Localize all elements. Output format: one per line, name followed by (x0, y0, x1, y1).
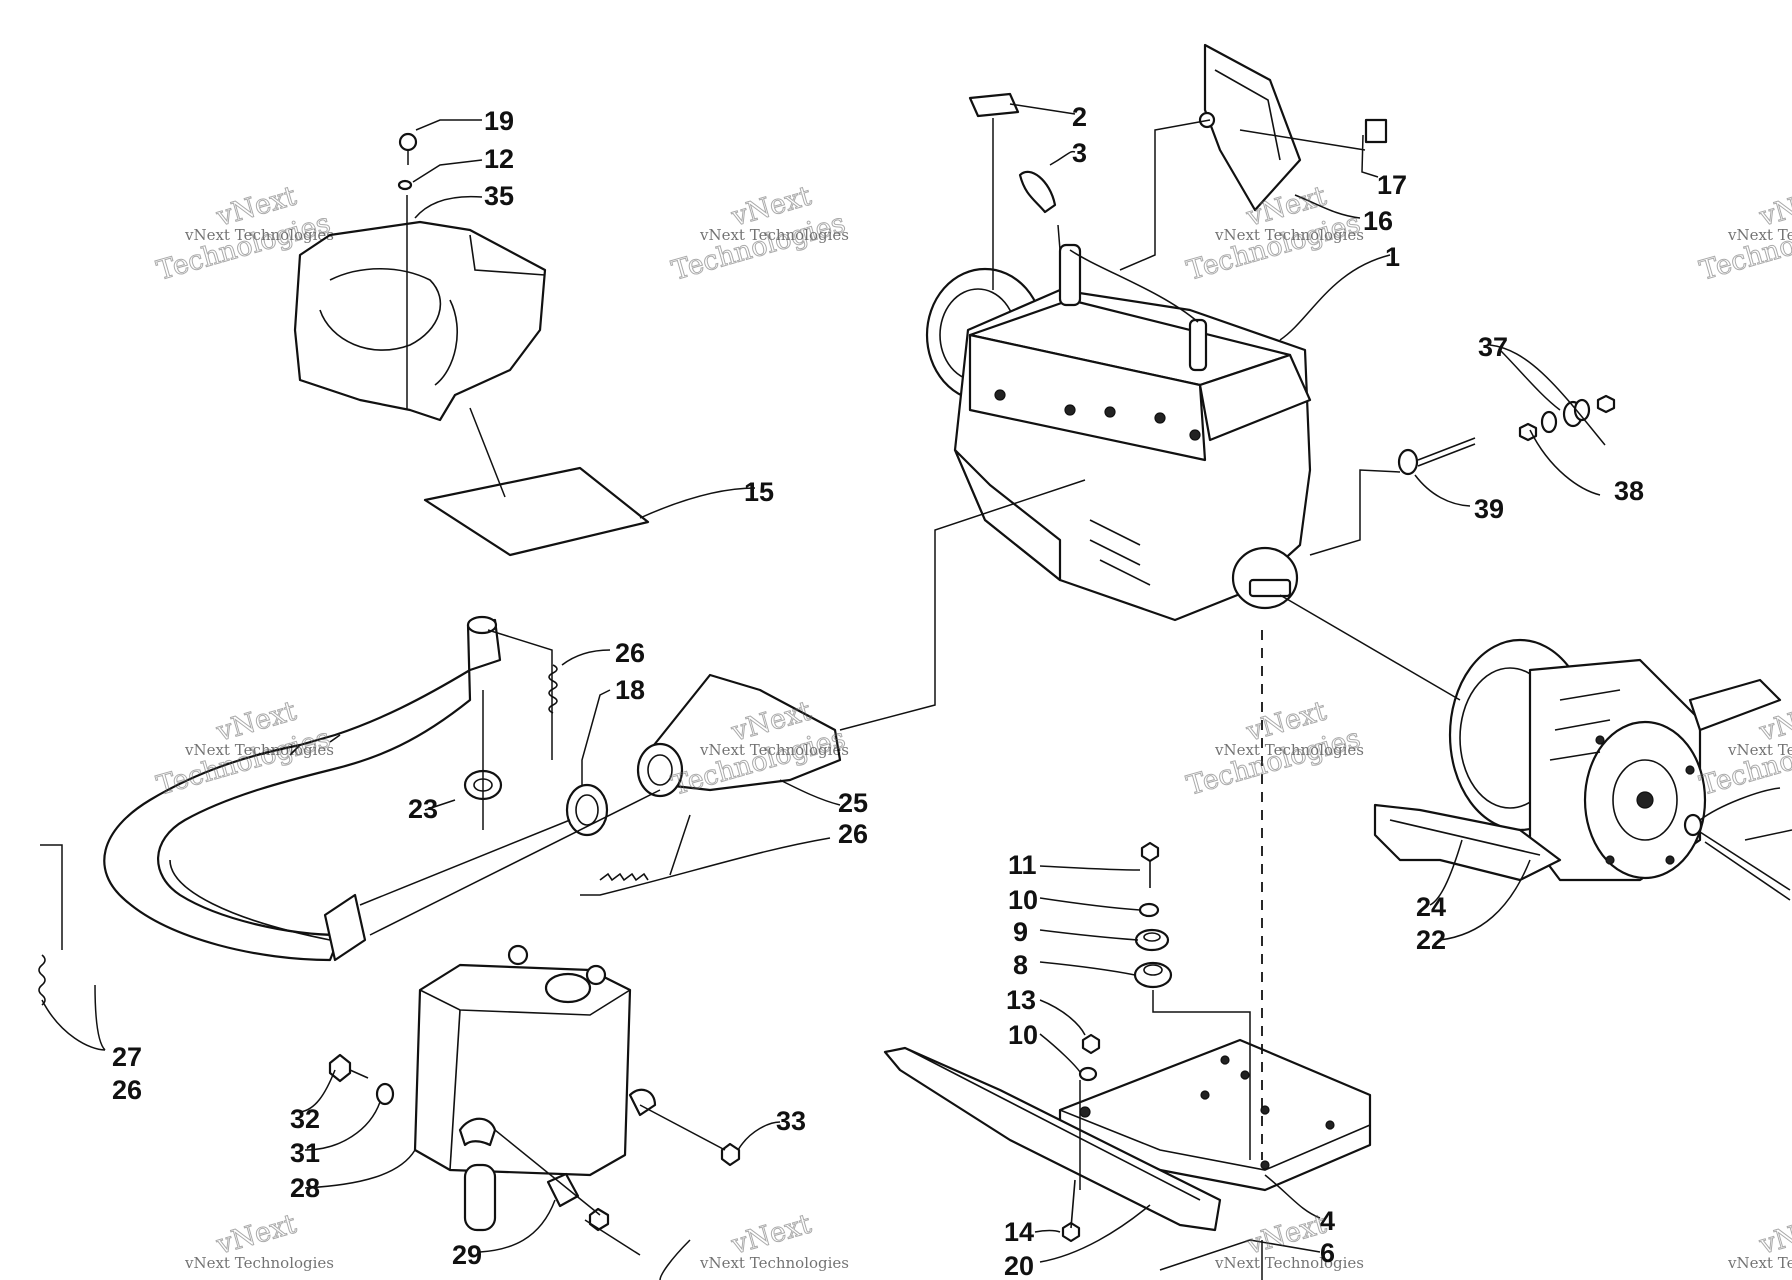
nut-33 (720, 1142, 741, 1167)
callout-17: 17 (1377, 170, 1407, 200)
filter-sheet-15 (423, 466, 650, 557)
washer-10 (1078, 1066, 1098, 1082)
screw-19 (398, 132, 418, 165)
svg-text:vNext Technologies: vNext Technologies (184, 226, 334, 244)
exhaust-pipe (103, 615, 502, 962)
drive-belt-24-end (1688, 678, 1782, 732)
callout-28: 28 (290, 1173, 320, 1203)
callout-15: 15 (744, 477, 774, 507)
clamp-3 (1018, 170, 1057, 214)
mount-hardware-37-38-39 (1309, 344, 1616, 556)
bolt-32 (328, 1053, 352, 1083)
callout-10b: 10 (1008, 1020, 1038, 1050)
callout-37: 37 (1478, 332, 1508, 362)
callout-3: 3 (1072, 138, 1087, 168)
svg-text:vNext Technologies: vNext Technologies (1727, 226, 1792, 244)
callout-22: 22 (1416, 925, 1446, 955)
sleeve-29 (546, 1172, 580, 1208)
svg-text:vNext Technologies: vNext Technologies (699, 226, 849, 244)
callout-38: 38 (1614, 476, 1644, 506)
callout-32: 32 (290, 1104, 320, 1134)
exhaust-manifold-25 (648, 673, 842, 792)
callout-8: 8 (1013, 950, 1028, 980)
callout-11: 11 (1008, 850, 1037, 880)
callout-33: 33 (776, 1106, 806, 1136)
callout-26b: 26 (838, 819, 868, 849)
callout-18: 18 (615, 675, 645, 705)
callout-labels: 1 2 3 4 6 8 9 10 10 11 12 13 14 15 16 17… (112, 102, 1644, 1280)
muffler (413, 944, 657, 1232)
callout-2: 2 (1072, 102, 1087, 132)
callout-26c: 26 (112, 1075, 142, 1105)
nut-13 (1081, 1033, 1101, 1055)
callout-24: 24 (1416, 892, 1446, 922)
intake-silencer (293, 220, 547, 422)
svg-text:vNext Technologies: vNext Technologies (1214, 1254, 1364, 1272)
callout-39: 39 (1474, 494, 1504, 524)
svg-text:vNext Technologies: vNext Technologies (1214, 226, 1364, 244)
callout-20: 20 (1004, 1251, 1034, 1280)
spring-26-top (548, 664, 558, 714)
clip-17 (1364, 118, 1388, 144)
spring-26-mid (599, 872, 649, 882)
callout-16: 16 (1363, 206, 1393, 236)
callout-13: 13 (1006, 985, 1036, 1015)
callout-6: 6 (1320, 1238, 1335, 1268)
ring-18 (565, 783, 609, 837)
watermarks: vNext vNext Technologies Technologies vN… (153, 180, 1792, 1272)
washer-31 (375, 1082, 395, 1106)
callout-9: 9 (1013, 917, 1028, 947)
callout-27: 27 (112, 1042, 142, 1072)
spring-26-left (38, 954, 46, 1006)
mount-stack (1133, 841, 1173, 989)
callout-25: 25 (838, 788, 868, 818)
callout-26a: 26 (615, 638, 645, 668)
callout-23: 23 (408, 794, 438, 824)
callout-4: 4 (1320, 1206, 1335, 1236)
svg-text:vNext Technologies: vNext Technologies (1214, 741, 1364, 759)
svg-text:vNext Technologies: vNext Technologies (1727, 1254, 1792, 1272)
recoil-starter (1198, 43, 1302, 212)
bracket-20 (883, 1046, 1222, 1232)
callout-10a: 10 (1008, 885, 1038, 915)
decal-2 (968, 92, 1020, 118)
callout-19: 19 (484, 106, 514, 136)
svg-text:vNext Technologies: vNext Technologies (184, 1254, 334, 1272)
svg-text:vNext Technologies: vNext Technologies (1727, 741, 1792, 759)
svg-text:vNext Technologies: vNext Technologies (699, 1254, 849, 1272)
callout-35: 35 (484, 181, 514, 211)
callout-14: 14 (1004, 1217, 1034, 1247)
svg-text:vNext Technologies: vNext Technologies (184, 741, 334, 759)
callout-12: 12 (484, 144, 514, 174)
svg-text:vNext Technologies: vNext Technologies (699, 741, 849, 759)
engine-assembly (925, 243, 1312, 622)
drive-clutch (1448, 638, 1707, 882)
washer-12 (397, 179, 413, 191)
callout-31: 31 (290, 1138, 320, 1168)
callout-29: 29 (452, 1240, 482, 1270)
callout-1: 1 (1385, 242, 1400, 272)
